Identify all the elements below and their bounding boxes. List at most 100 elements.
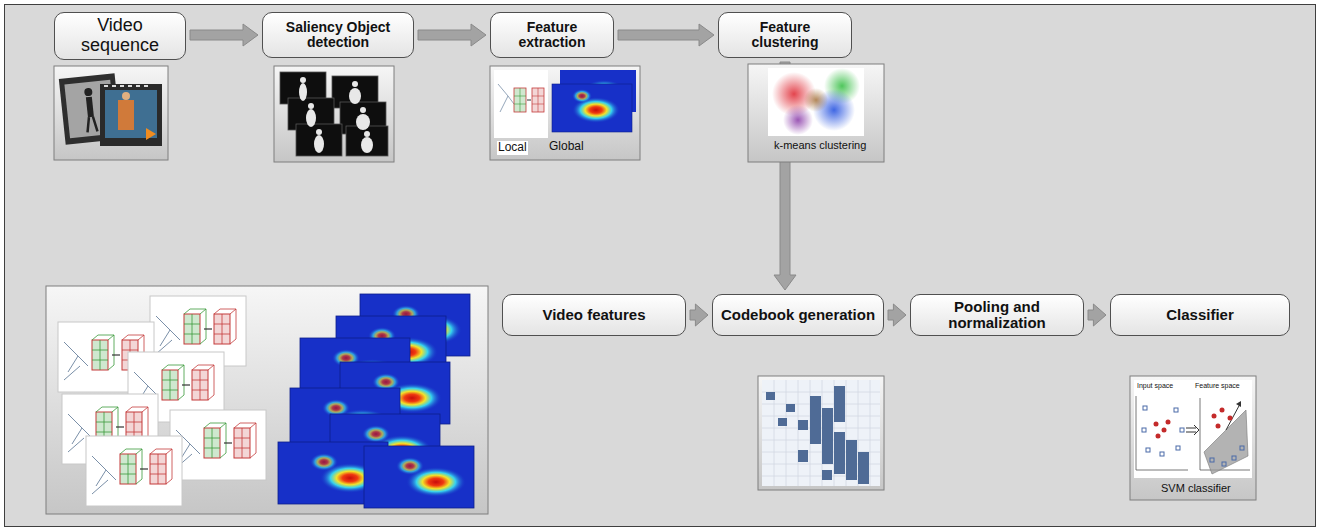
saliency-maps-panel <box>360 107 366 113</box>
saliency-maps-panel <box>308 103 314 109</box>
video-features-panel <box>170 410 266 480</box>
svm-illustration <box>1143 406 1147 410</box>
process-box: Feature extraction <box>490 12 614 58</box>
process-box: Pooling and normalization <box>910 294 1084 336</box>
flow-arrow <box>618 24 714 46</box>
feature-maps-panel <box>490 66 640 160</box>
saliency-maps-panel <box>314 135 324 153</box>
video-frames-panel <box>54 66 168 160</box>
codebook-histogram <box>834 386 845 422</box>
svm-illustration <box>1232 456 1236 460</box>
video-frames-panel <box>118 100 134 130</box>
video-features-panel <box>46 286 488 514</box>
saliency-maps-panel <box>296 124 342 156</box>
feature-maps-panel <box>498 84 514 112</box>
svm-illustration <box>1222 462 1226 466</box>
codebook-histogram <box>798 420 808 430</box>
svm-illustration <box>1228 416 1233 421</box>
svm-illustration <box>1236 401 1241 407</box>
kmeans-panel <box>804 88 828 112</box>
svm-illustration <box>1160 452 1164 456</box>
svm-illustration <box>1216 424 1221 429</box>
kmeans-panel <box>748 64 884 162</box>
svm-illustration <box>1154 422 1159 427</box>
saliency-maps-panel <box>356 114 370 130</box>
video-frames-panel <box>54 66 168 160</box>
codebook-histogram <box>798 450 808 462</box>
kmeans-panel <box>748 64 884 162</box>
codebook-histogram <box>810 396 821 444</box>
flow-arrow <box>190 24 258 46</box>
svm-illustration <box>1146 448 1150 452</box>
svm-illustration <box>1142 428 1146 432</box>
saliency-maps-panel <box>280 72 388 156</box>
codebook-histogram <box>766 386 869 484</box>
saliency-maps-panel <box>352 81 358 87</box>
video-frames-panel <box>146 128 156 140</box>
kmeans-panel <box>783 105 813 135</box>
svm-illustration <box>1186 425 1199 435</box>
process-box: Video features <box>502 294 686 336</box>
saliency-maps-panel <box>299 83 307 101</box>
saliency-maps-panel <box>361 137 373 153</box>
svm-illustration <box>1210 446 1244 466</box>
svm-illustration <box>1156 434 1161 439</box>
svm-illustration <box>1210 458 1214 462</box>
flow-arrow <box>1088 304 1106 326</box>
codebook-histogram <box>778 418 787 426</box>
codebook-histogram <box>786 404 795 412</box>
caption-label: Global <box>549 140 584 154</box>
codebook-histogram <box>822 408 833 464</box>
caption-label: k-means clustering <box>774 139 866 152</box>
node-label: Video features <box>542 307 645 324</box>
svm-illustration <box>1130 376 1256 500</box>
codebook-histogram <box>762 380 880 486</box>
flow-arrow <box>888 304 906 326</box>
feature-maps-panel <box>494 70 548 138</box>
svm-illustration <box>1142 406 1184 456</box>
svm-illustration <box>1180 428 1184 432</box>
svm-illustration <box>1212 408 1233 429</box>
feature-maps-panel <box>572 89 592 103</box>
saliency-maps-panel <box>274 66 394 162</box>
feature-maps-panel <box>532 88 544 112</box>
codebook-histogram <box>758 376 884 490</box>
video-features-panel <box>46 286 488 514</box>
svm-illustration <box>1130 376 1256 500</box>
feature-maps-panel <box>532 88 544 112</box>
codebook-histogram <box>822 470 832 480</box>
codebook-histogram <box>846 440 857 480</box>
saliency-maps-panel <box>349 88 361 104</box>
node-label: Pooling and normalization <box>917 299 1077 332</box>
svm-illustration <box>1174 408 1178 412</box>
codebook-histogram <box>858 452 869 484</box>
saliency-maps-panel <box>274 66 394 162</box>
node-label: Video sequence <box>61 16 179 56</box>
saliency-maps-panel <box>316 129 322 135</box>
node-label: Codebook generation <box>721 307 875 324</box>
process-box: Feature clustering <box>718 12 852 58</box>
saliency-maps-panel <box>364 131 370 137</box>
feature-maps-panel <box>552 84 632 132</box>
flow-arrow <box>418 24 486 46</box>
saliency-maps-panel <box>299 77 373 153</box>
node-label: Saliency Object detection <box>269 20 407 51</box>
svm-illustration <box>1166 420 1171 425</box>
codebook-histogram <box>766 392 775 400</box>
video-frames-panel <box>104 85 148 87</box>
node-label: Classifier <box>1166 307 1234 324</box>
svm-illustration <box>1176 446 1180 450</box>
svm-illustration <box>1154 420 1171 439</box>
svm-illustration <box>1162 428 1167 433</box>
saliency-maps-panel <box>300 77 306 83</box>
svm-illustration <box>1204 410 1248 474</box>
codebook-histogram <box>758 376 884 490</box>
feature-maps-panel <box>527 100 531 101</box>
feature-maps-panel <box>514 88 526 112</box>
svm-illustration <box>1240 446 1244 450</box>
video-frames-panel <box>84 88 93 97</box>
video-frames-panel <box>86 116 98 132</box>
caption-label: Feature space <box>1195 382 1240 390</box>
